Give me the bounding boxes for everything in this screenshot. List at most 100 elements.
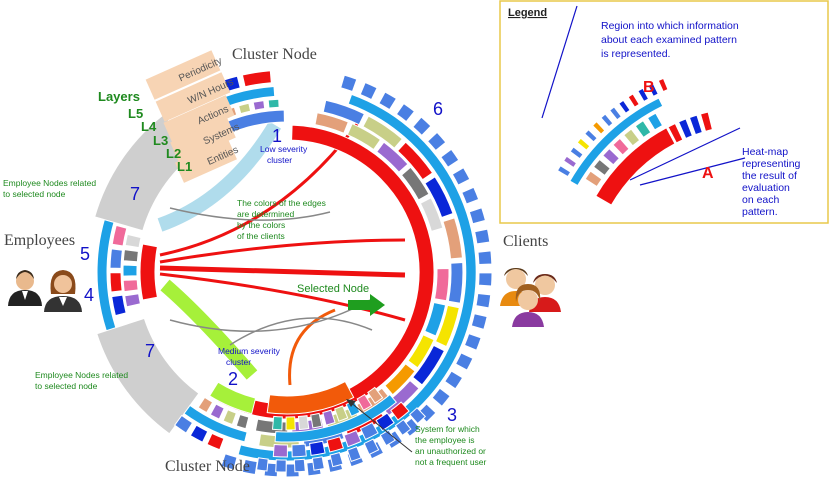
edge-gray-2: [169, 299, 371, 332]
system-layer-cell: [271, 415, 283, 431]
client-tile: [478, 272, 493, 287]
cluster-bottom-heat: [189, 424, 209, 443]
client-layer-cell: [375, 141, 409, 173]
cluster-top-cell: [237, 102, 252, 115]
system-tile: [275, 459, 287, 473]
legend-tile: [583, 129, 598, 143]
edge-green: [160, 279, 258, 380]
system-heat: [343, 429, 362, 448]
marker-7-bottom: 7: [145, 341, 155, 361]
selected-node-label: Selected Node: [297, 283, 369, 295]
layer-label-boxes: Periodicity W/N Hours Actions Systems En…: [145, 50, 241, 183]
client-tile: [451, 167, 471, 186]
cluster-node-bottom-title: Cluster Node: [165, 458, 250, 475]
legend-arcs: [556, 77, 714, 206]
client-tile: [395, 102, 416, 123]
client-layer-cell: [407, 334, 435, 369]
client-layer-cell: [419, 197, 444, 232]
employee-female-icon: [44, 270, 82, 312]
layer-box-l2: [170, 117, 236, 163]
system-heat: [359, 421, 379, 441]
layer-id-l1: L1: [177, 159, 192, 174]
legend-sky-arc: [569, 97, 664, 187]
client-layer-cell: [424, 301, 447, 337]
layer-box-l4: [155, 72, 231, 122]
legend-tile: [618, 99, 631, 114]
legend-heatmap-a: [688, 114, 703, 136]
cluster-bottom-heat: [206, 432, 225, 451]
arcs-layer: [94, 70, 493, 478]
marker-1: 1: [272, 126, 282, 146]
layer-id-l2: L2: [166, 146, 181, 161]
edge-red-4: [159, 272, 406, 322]
legend-tile: [569, 146, 584, 160]
system-heat: [326, 436, 345, 453]
layer-id-l3: L3: [153, 133, 168, 148]
client-tile: [340, 74, 358, 93]
client-tile: [474, 228, 491, 245]
client-tile: [463, 333, 482, 351]
employee-layer-cell: [124, 233, 142, 249]
system-layer-cell: [367, 386, 384, 404]
edge-red-2: [159, 238, 406, 264]
marker-6: 6: [433, 99, 443, 119]
legend-tile: [608, 106, 622, 121]
client-tile: [470, 313, 488, 331]
system-layer-cell: [297, 415, 310, 431]
client-layer-cell: [384, 363, 416, 396]
legend-layer-cell: [622, 128, 641, 147]
marker-7-top: 7: [130, 184, 140, 204]
client-tile: [378, 91, 398, 111]
employee-nodes-bottom-label: Employee Nodes related to selected node: [35, 370, 130, 391]
employee-layer-cell: [124, 293, 141, 308]
system-tile: [346, 445, 362, 463]
system-tile: [256, 457, 269, 472]
legend-tile: [637, 87, 650, 103]
legend-tile: [591, 120, 606, 135]
client-heatmap-cell: [447, 261, 464, 304]
legend-heatmap-a: [699, 111, 714, 132]
employee-heat: [111, 224, 128, 247]
legend-label-b: B: [643, 79, 655, 96]
layers-heading: Layers: [98, 89, 140, 104]
employee-layer-cell: [122, 279, 139, 293]
system-layer-cell: [356, 393, 373, 411]
layer-box-l3: [163, 95, 235, 143]
edge-light-blue: [157, 121, 282, 232]
edge-gray-3: [229, 317, 373, 346]
employee-nodes-top-label: Employee Nodes related to selected node: [3, 178, 98, 199]
selected-node-arrow-icon: [348, 294, 385, 316]
clients-group-icon: [500, 268, 561, 327]
employee-layer-cell: [122, 249, 139, 263]
client-tile: [444, 370, 464, 390]
legend-label-a: A: [702, 165, 714, 182]
marker-4: 4: [84, 285, 94, 305]
legend-tile: [576, 137, 591, 151]
legend-title: Legend: [508, 7, 547, 19]
cluster-bottom-green: [208, 381, 257, 415]
marker-3: 3: [447, 405, 457, 425]
client-heatmap-cell: [396, 141, 434, 181]
legend-heatmap-text: Heat-map representing the result of eval…: [742, 146, 803, 218]
cluster-node-top-title: Cluster Node: [232, 46, 317, 63]
cluster-top-arc: [225, 109, 285, 134]
legend-layer-cell: [602, 147, 621, 166]
system-heat: [309, 440, 326, 456]
client-tile: [440, 148, 460, 168]
client-tile: [359, 81, 378, 101]
layer-id-l4: L4: [141, 119, 157, 134]
marker-2: 2: [228, 369, 238, 389]
employee-nodes-bottom: [96, 317, 200, 435]
client-tile: [412, 116, 432, 137]
legend-layer-cell: [612, 137, 630, 156]
legend-layer-cell: [584, 170, 603, 188]
cluster-bottom-cell: [209, 403, 225, 420]
client-heatmap-cell: [434, 304, 460, 348]
clients-title: Clients: [503, 233, 548, 250]
system-heat: [272, 443, 288, 458]
legend-region-text: Region into which information about each…: [601, 20, 742, 60]
client-tile: [241, 458, 258, 476]
cluster-bottom-sky: [183, 404, 248, 443]
edge-red-3: [159, 265, 406, 278]
legend-pointer-a: [639, 157, 746, 186]
